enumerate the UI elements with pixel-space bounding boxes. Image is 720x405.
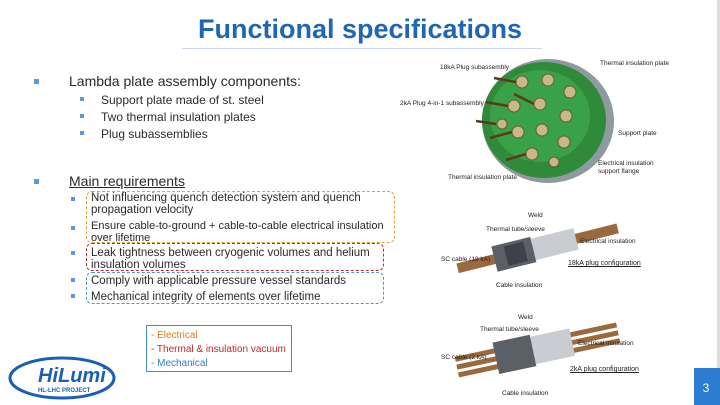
- label-insulation-flange: Electrical insulation: [598, 160, 654, 167]
- plug18-cable-label: SC cable (18 kA): [441, 256, 491, 263]
- sub-bullet-marker: [80, 131, 84, 135]
- hilumi-logo: HiLumi HL-LHC PROJECT: [8, 356, 128, 400]
- sub-bullet-marker: [80, 114, 84, 118]
- label-thermal-plate-bottom: Thermal insulation plate: [448, 174, 518, 181]
- page-number: 3: [702, 381, 710, 395]
- plug2-tube-label: Thermal tube/sleeve: [480, 326, 539, 333]
- bullet-marker: [34, 179, 39, 184]
- requirement-item: Not influencing quench detection system …: [91, 192, 361, 216]
- plug2-cable-label: SC cable (2 kA): [441, 354, 487, 361]
- title-divider: [182, 48, 542, 49]
- label-support-plate: Support plate: [618, 130, 657, 137]
- page-corner: [694, 368, 720, 405]
- label-insulation-flange-2: support flange: [598, 168, 640, 175]
- requirement-item: Leak tightness between cryogenic volumes…: [91, 247, 370, 271]
- legend-mechanical: - Mechanical: [151, 358, 208, 369]
- label-thermal-plate-top: Thermal insulation plate: [600, 60, 670, 67]
- label-18ka-plug: 18kA Plug subassembly: [440, 64, 510, 71]
- plug18-weld-label: Weld: [528, 212, 543, 219]
- sub-bullet-marker: [71, 226, 75, 230]
- sub-bullet-marker: [71, 278, 75, 282]
- sub-bullet-marker: [71, 251, 75, 255]
- logo-name: HiLumi: [38, 365, 106, 387]
- thermal-requirements-box: [86, 243, 384, 271]
- plug18-cableins-label: Cable insulation: [496, 282, 543, 289]
- plug-18ka-illustration: [456, 223, 619, 274]
- requirement-item: Comply with applicable pressure vessel s…: [91, 275, 347, 287]
- legend-thermal: - Thermal & insulation vacuum: [151, 344, 286, 355]
- requirement-item: Ensure cable-to-ground + cable-to-cable …: [91, 220, 384, 244]
- plug-2ka-illustration: [455, 322, 620, 378]
- section1-heading: Lambda plate assembly components:: [69, 73, 301, 89]
- bullet-marker: [34, 79, 39, 84]
- plug18-tube-label: Thermal tube/sleeve: [486, 226, 545, 233]
- plug2-weld-label: Weld: [518, 314, 533, 321]
- component-item: Plug subassemblies: [101, 127, 208, 141]
- requirements-legend: - Electrical - Thermal & insulation vacu…: [146, 325, 292, 372]
- component-item: Support plate made of st. steel: [101, 93, 264, 107]
- requirement-item: Mechanical integrity of elements over li…: [91, 291, 321, 303]
- legend-electrical: - Electrical: [151, 330, 198, 341]
- logo-subtitle: HL-LHC PROJECT: [38, 388, 91, 394]
- electrical-requirements-box: [86, 191, 395, 243]
- plug2-cableins-label: Cable insulation: [502, 390, 549, 397]
- page-title: Functional specifications: [197, 14, 523, 44]
- sub-bullet-marker: [71, 294, 75, 298]
- sub-bullet-marker: [80, 97, 84, 101]
- lambda-plate-illustration: [475, 59, 614, 183]
- label-2ka-plug: 2kA Plug 4-in-1 subassembly: [400, 100, 484, 107]
- plug-2ka-caption: 2kA plug configuration: [570, 366, 639, 373]
- slide-edge: [717, 0, 720, 405]
- sub-bullet-marker: [71, 197, 75, 201]
- plug2-elec-label: Electrical insulation: [578, 340, 634, 347]
- section2-heading: Main requirements: [69, 173, 185, 189]
- plug-18ka-caption: 18kA plug configuration: [568, 260, 641, 267]
- component-item: Two thermal insulation plates: [101, 110, 256, 124]
- mechanical-requirements-box: [86, 272, 384, 304]
- plug18-elec-label: Electrical insulation: [580, 238, 636, 245]
